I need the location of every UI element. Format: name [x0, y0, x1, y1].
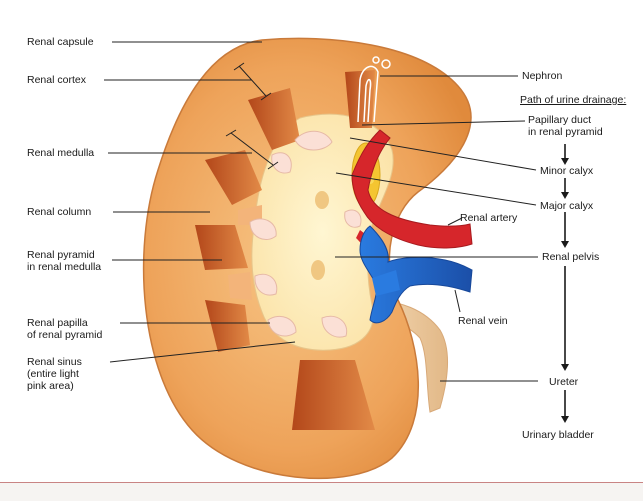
- label-renal-pyramid: Renal pyramid in renal medulla: [27, 249, 101, 273]
- label-renal-papilla: Renal papilla of renal pyramid: [27, 317, 102, 341]
- label-renal-capsule: Renal capsule: [27, 36, 94, 48]
- label-renal-pelvis: Renal pelvis: [542, 251, 599, 263]
- label-papillary-duct-line1: Papillary duct: [528, 114, 603, 126]
- label-renal-artery: Renal artery: [460, 212, 517, 224]
- label-ureter: Ureter: [549, 376, 578, 388]
- label-renal-sinus-line1: Renal sinus: [27, 356, 82, 368]
- label-renal-sinus: Renal sinus (entire light pink area): [27, 356, 82, 392]
- label-renal-papilla-line1: Renal papilla: [27, 317, 102, 329]
- label-renal-pyramid-line1: Renal pyramid: [27, 249, 101, 261]
- bottom-band: [0, 482, 643, 501]
- label-nephron: Nephron: [522, 70, 562, 82]
- label-urinary-bladder: Urinary bladder: [522, 429, 594, 441]
- label-renal-pyramid-line2: in renal medulla: [27, 261, 101, 273]
- label-renal-papilla-line2: of renal pyramid: [27, 329, 102, 341]
- label-renal-sinus-line3: pink area): [27, 380, 82, 392]
- label-renal-medulla: Renal medulla: [27, 147, 94, 159]
- label-papillary-duct-line2: in renal pyramid: [528, 126, 603, 138]
- label-renal-vein: Renal vein: [458, 315, 508, 327]
- label-renal-column: Renal column: [27, 206, 91, 218]
- label-major-calyx: Major calyx: [540, 200, 593, 212]
- label-path-of-urine-drainage: Path of urine drainage:: [520, 94, 626, 106]
- label-minor-calyx: Minor calyx: [540, 165, 593, 177]
- label-papillary-duct: Papillary duct in renal pyramid: [528, 114, 603, 138]
- label-renal-sinus-line2: (entire light: [27, 368, 82, 380]
- label-renal-cortex: Renal cortex: [27, 74, 86, 86]
